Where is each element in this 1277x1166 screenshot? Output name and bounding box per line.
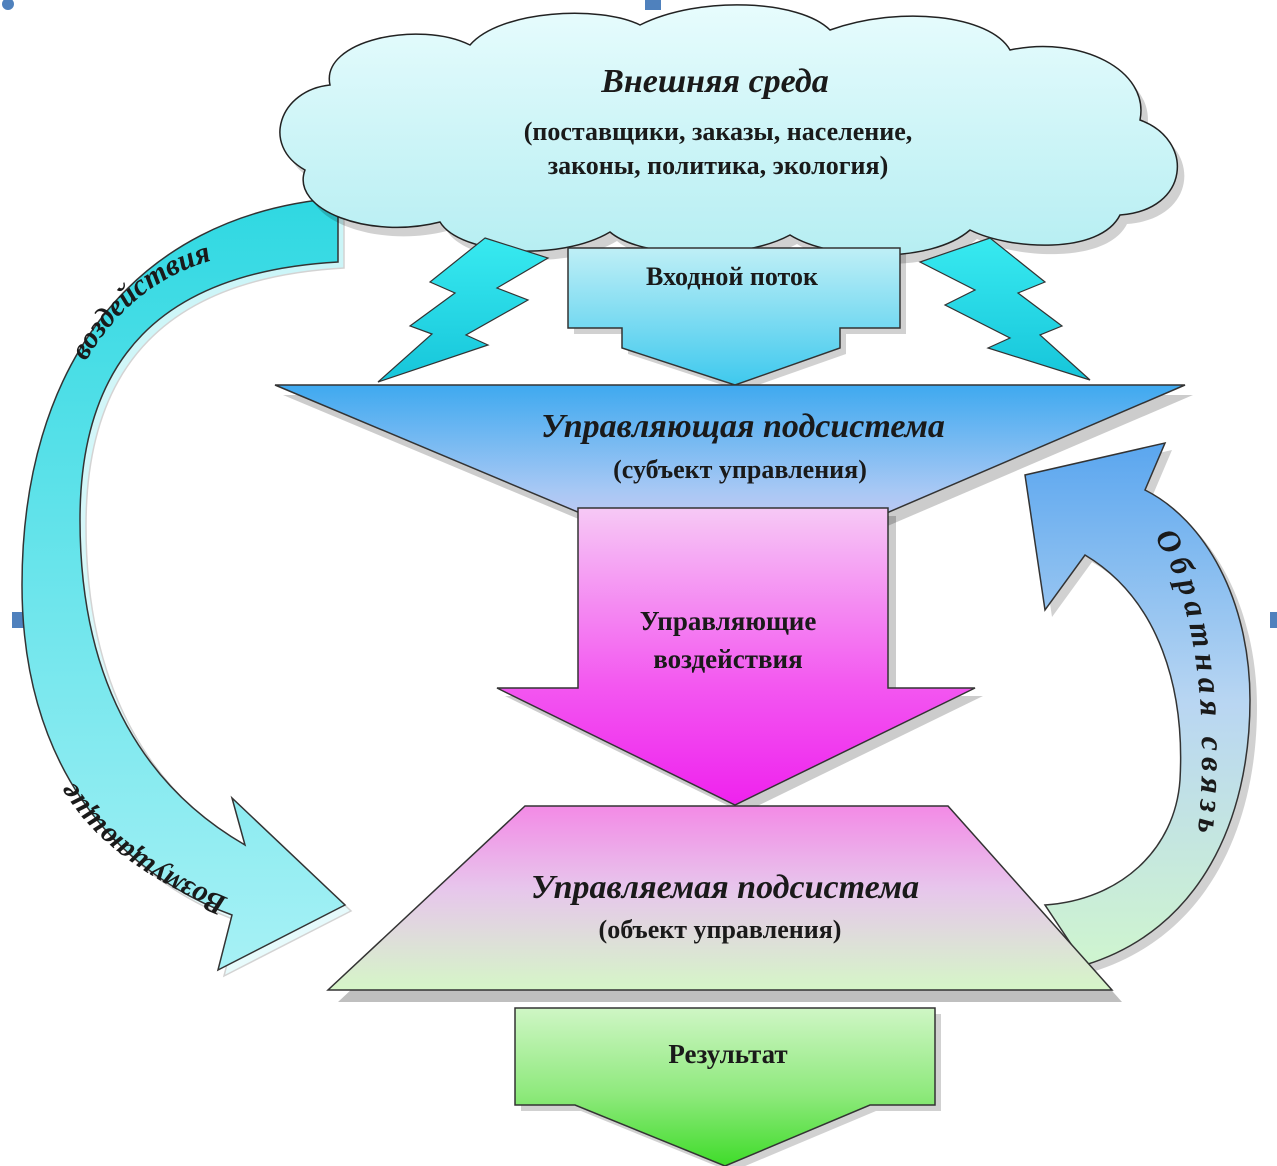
selection-handle-top [645, 0, 661, 10]
result-label: Результат [668, 1039, 787, 1069]
controlling-subsystem [274, 384, 1193, 588]
selection-handle-right [1270, 612, 1277, 628]
controlled-subsystem-subtitle: (объект управления) [599, 915, 842, 944]
controlled-subsystem-title: Управляемая подсистема [531, 869, 919, 906]
external-environment-cloud [279, 4, 1185, 264]
controlling-subsystem-title: Управляющая подсистема [541, 408, 945, 445]
controlling-subsystem-subtitle: (субъект управления) [613, 455, 867, 484]
control-actions-line1: Управляющие [640, 606, 817, 636]
selection-handle-corner [2, 0, 14, 10]
disturbances-arrow [21, 197, 353, 978]
right-lightning-icon [918, 237, 1091, 381]
control-actions-arrow [496, 507, 983, 813]
input-flow-label: Входной поток [646, 262, 818, 291]
input-flow-arrow [567, 247, 906, 391]
environment-line1: (поставщики, заказы, население, [524, 117, 913, 146]
environment-line2: законы, политика, экология) [548, 151, 889, 180]
environment-title: Внешняя среда [600, 63, 829, 100]
control-actions-line2: воздействия [653, 644, 802, 674]
feedback-arrow [1024, 441, 1257, 972]
left-lightning-icon [377, 237, 550, 383]
result-arrow [514, 1007, 941, 1166]
controlled-subsystem [326, 805, 1122, 1002]
